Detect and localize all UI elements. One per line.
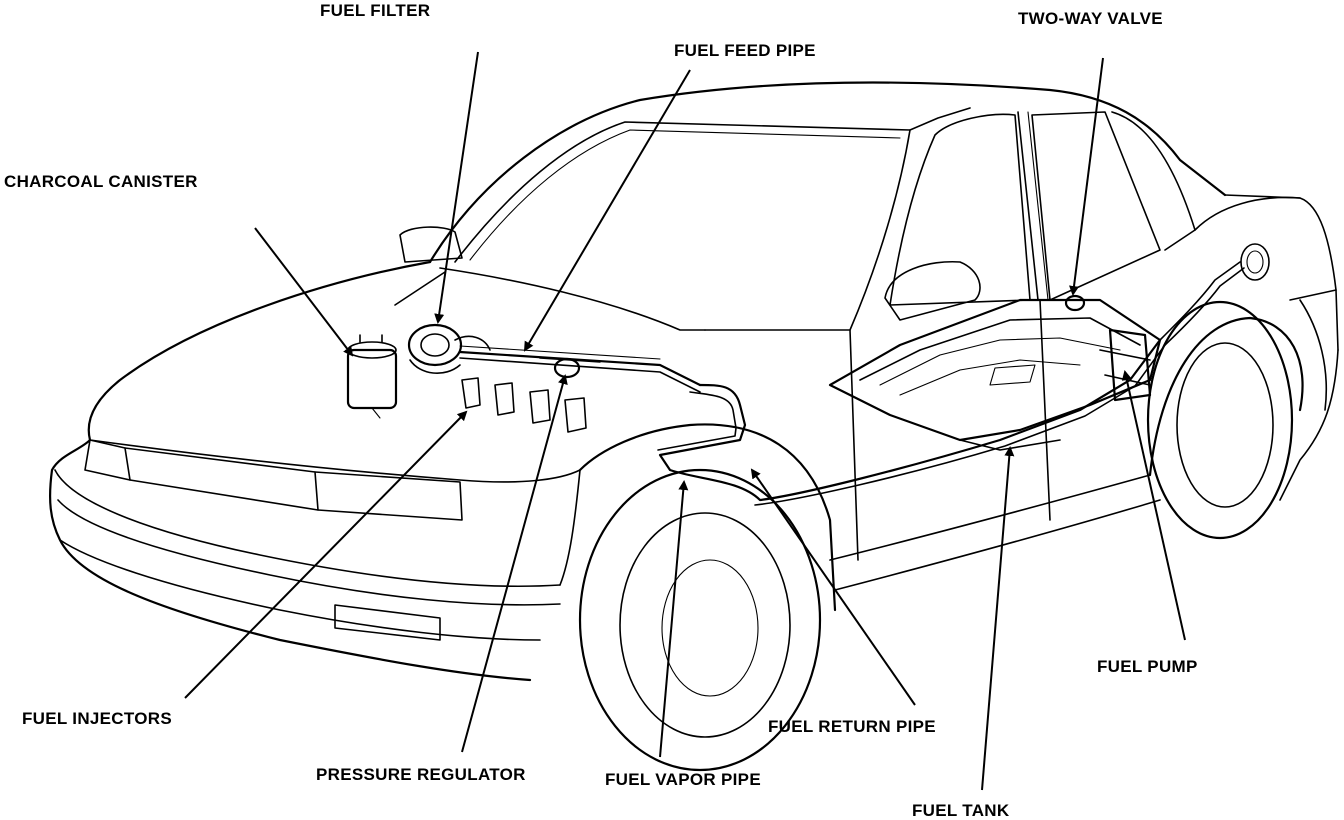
engine-components bbox=[346, 261, 1245, 506]
leader-lines bbox=[184, 51, 1186, 791]
label-two-way-valve: TWO-WAY VALVE bbox=[1018, 9, 1163, 28]
label-fuel-tank: FUEL TANK bbox=[912, 801, 1010, 820]
leader-fuel-injectors bbox=[184, 410, 468, 699]
label-fuel-feed-pipe: FUEL FEED PIPE bbox=[674, 41, 816, 60]
label-fuel-vapor-pipe: FUEL VAPOR PIPE bbox=[605, 770, 761, 789]
label-fuel-injectors: FUEL INJECTORS bbox=[22, 709, 172, 728]
leader-fuel-feed-pipe bbox=[523, 69, 691, 352]
label-pressure-regulator: PRESSURE REGULATOR bbox=[316, 765, 526, 784]
leader-fuel-return-pipe bbox=[750, 468, 916, 706]
label-charcoal-canister: CHARCOAL CANISTER bbox=[4, 172, 198, 191]
car-body bbox=[48, 81, 1339, 772]
label-fuel-return-pipe: FUEL RETURN PIPE bbox=[768, 717, 936, 736]
leader-charcoal-canister bbox=[254, 227, 354, 357]
leader-fuel-pump bbox=[1121, 370, 1186, 641]
label-fuel-pump: FUEL PUMP bbox=[1097, 657, 1198, 676]
leader-fuel-vapor-pipe bbox=[659, 480, 689, 758]
leader-fuel-filter bbox=[434, 51, 479, 324]
leader-fuel-tank bbox=[981, 446, 1015, 791]
leader-two-way-valve bbox=[1069, 57, 1104, 296]
fuel-tank-drawing bbox=[828, 260, 1162, 451]
label-fuel-filter: FUEL FILTER bbox=[320, 1, 431, 20]
leader-pressure-regulator bbox=[461, 374, 568, 753]
